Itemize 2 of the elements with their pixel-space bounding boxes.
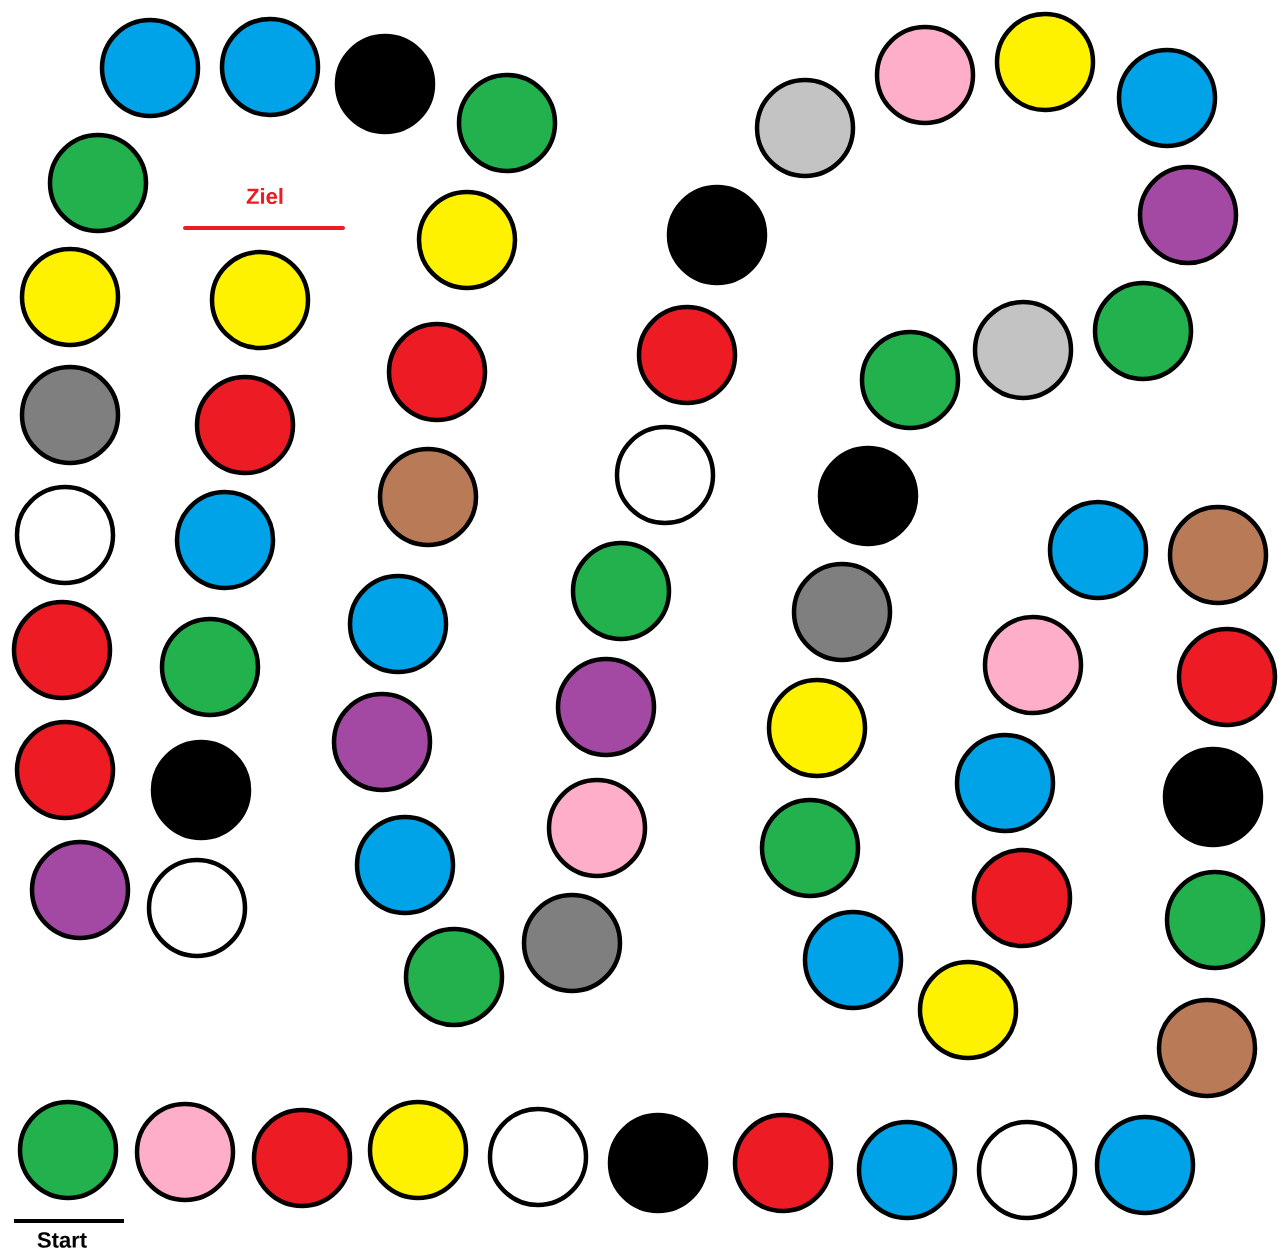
field-label: Start	[37, 1232, 87, 1248]
field-label: Ziel	[246, 187, 283, 205]
